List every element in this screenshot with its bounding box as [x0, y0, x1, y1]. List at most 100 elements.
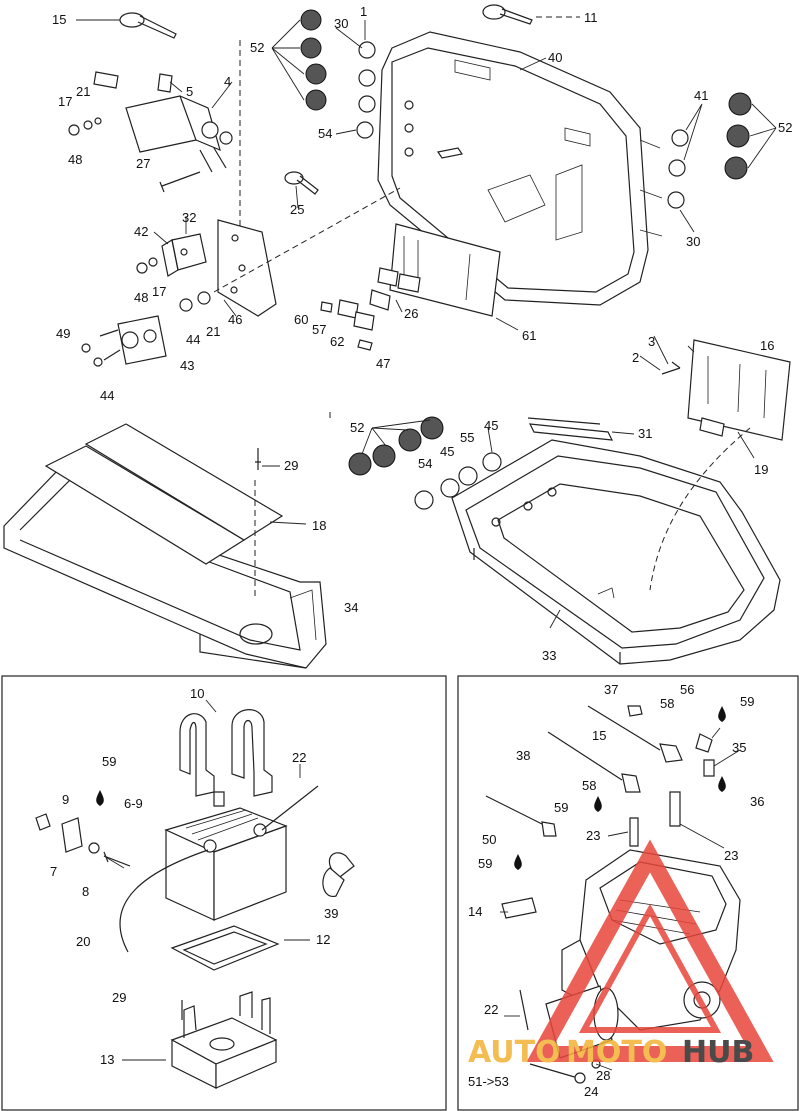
callout-50: 50: [482, 832, 496, 847]
clip-15: [627, 705, 643, 717]
leader-lines: [76, 16, 777, 1071]
pad-18: [44, 423, 284, 565]
battery-straps-10: [179, 709, 273, 807]
callout-59: 59: [102, 754, 116, 769]
callout-20: 20: [76, 934, 90, 949]
cable-end-50: [541, 821, 557, 837]
screw-2: [661, 361, 681, 375]
callout-24: 24: [584, 1084, 598, 1099]
callout-21-lower: 21: [206, 324, 220, 339]
callout-25: 25: [290, 202, 304, 217]
assembly-guide-lines: [213, 40, 751, 600]
drop-icon-59a: [718, 706, 726, 722]
callout-labels: 15 1 30 52 11 40 4 5 17 21 48 27 54 41 5…: [50, 4, 792, 1099]
drop-icon-59b: [594, 796, 602, 812]
callout-11: 11: [584, 10, 598, 25]
callout-10: 10: [190, 686, 204, 701]
callout-52-lower: 52: [350, 420, 364, 435]
callout-48: 48: [68, 152, 82, 167]
callout-9: 9: [62, 792, 69, 807]
mat-12: [170, 925, 280, 971]
callout-62: 62: [330, 334, 344, 349]
callout-4: 4: [224, 74, 231, 89]
spark-plug-23b: [669, 791, 681, 827]
callout-34: 34: [344, 600, 358, 615]
terminal-cap-39: [322, 852, 355, 897]
callout-51-53: 51->53: [468, 1074, 509, 1089]
callout-35: 35: [732, 740, 746, 755]
spark-plug-cap: [659, 743, 683, 763]
grommets-52-lower: [348, 416, 502, 510]
watermark-hub: HUB: [682, 1035, 754, 1070]
callout-52: 52: [250, 40, 264, 55]
callout-29: 29: [284, 458, 298, 473]
relay-32: [161, 233, 207, 277]
battery-tray-13: [170, 991, 278, 1089]
callout-12: 12: [316, 932, 330, 947]
callout-14: 14: [468, 904, 482, 919]
callout-6-9: 6-9: [124, 796, 143, 811]
cable-tie-25: [284, 171, 319, 195]
callout-61: 61: [522, 328, 536, 343]
callout-45-lower: 45: [440, 444, 454, 459]
callout-54: 54: [318, 126, 332, 141]
lubricant-drop-icon: [96, 790, 104, 806]
callout-22-right: 22: [484, 1002, 498, 1017]
callout-55: 55: [460, 430, 474, 445]
callout-39: 39: [324, 906, 338, 921]
connector-14: [501, 897, 537, 919]
callout-45: 45: [484, 418, 498, 433]
bracket-46: [217, 219, 277, 317]
callout-15-right: 15: [592, 728, 606, 743]
terminal-strip-61: [389, 223, 501, 317]
cable-tie-15: [119, 12, 177, 39]
watermark-moto: MOTO: [566, 1035, 667, 1070]
callout-58-lower: 58: [582, 778, 596, 793]
callout-57: 57: [312, 322, 326, 337]
callout-40: 40: [548, 50, 562, 65]
callout-16: 16: [760, 338, 774, 353]
callout-7: 7: [50, 864, 57, 879]
callout-47: 47: [376, 356, 390, 371]
callout-18: 18: [312, 518, 326, 533]
callout-8: 8: [82, 884, 89, 899]
callout-23: 23: [586, 828, 600, 843]
cable-37: [587, 705, 661, 751]
callout-49: 49: [56, 326, 70, 341]
panel-engine: [457, 675, 799, 1111]
cable-22: [261, 785, 319, 831]
cable-38: [547, 731, 623, 781]
callout-43: 43: [180, 358, 194, 373]
watermark-inner-triangle-icon: [578, 903, 722, 1033]
callout-1: 1: [360, 4, 367, 19]
callout-17: 17: [58, 94, 72, 109]
callout-41: 41: [694, 88, 708, 103]
callout-13: 13: [100, 1052, 114, 1067]
grommets-52-right: [667, 92, 752, 209]
callout-21: 21: [76, 84, 90, 99]
box-base-33: [451, 439, 781, 665]
callout-38: 38: [516, 748, 530, 763]
callout-44-lower: 44: [100, 388, 114, 403]
pin-29: [255, 448, 261, 470]
callout-54-lower: 54: [418, 456, 432, 471]
nut-24: [574, 1072, 586, 1084]
callout-58: 58: [660, 696, 674, 711]
solenoid-43: [99, 315, 167, 365]
drop-icon-36: [718, 776, 726, 792]
terminals-57-62: [320, 299, 375, 351]
callout-36: 36: [750, 794, 764, 809]
callout-2: 2: [632, 350, 639, 365]
sensor-35: [703, 759, 715, 777]
callout-26: 26: [404, 306, 418, 321]
callout-27: 27: [136, 156, 150, 171]
callout-17-lower: 17: [152, 284, 166, 299]
spark-plug-cap-2: [621, 773, 641, 793]
callout-23-right: 23: [724, 848, 738, 863]
cable-tie-11: [482, 4, 533, 25]
callout-33: 33: [542, 648, 556, 663]
callout-59-mid: 59: [554, 800, 568, 815]
bolt-27-shaft: [159, 171, 201, 193]
connectors-26: [369, 267, 421, 311]
callout-3: 3: [648, 334, 655, 349]
